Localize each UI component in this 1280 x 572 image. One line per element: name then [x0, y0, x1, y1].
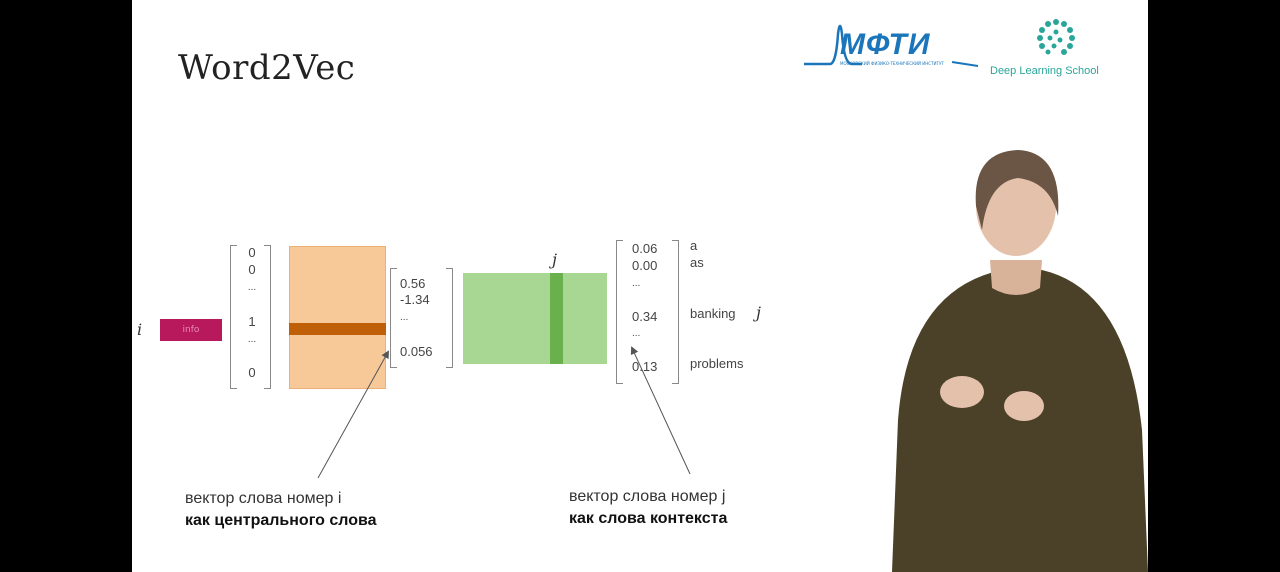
embedding-0: 0.56 — [400, 276, 426, 291]
left-caption-line1: вектор слова номер i — [185, 490, 342, 507]
right-caption-line1: вектор слова номер j — [569, 488, 726, 505]
center-word-matrix — [289, 246, 386, 389]
index-j-top-label: j — [552, 250, 557, 269]
output-3: 0.34 — [632, 309, 658, 324]
slide-title: Word2Vec — [178, 48, 356, 88]
right-caption-line2: как слова контекста — [569, 510, 728, 527]
one-hot-bracket-right — [264, 245, 271, 389]
output-1: 0.00 — [632, 258, 658, 273]
embedding-bracket-right — [446, 268, 453, 368]
mfti-logo-text: МФТИ — [840, 28, 931, 61]
output-bracket-left — [616, 240, 623, 384]
embedding-bracket-left — [390, 268, 397, 368]
dls-logo-icon — [1037, 19, 1075, 55]
output-0: 0.06 — [632, 241, 658, 256]
one-hot-0: 0 — [248, 245, 256, 260]
mfti-logo-icon — [804, 24, 979, 67]
one-hot-2: ... — [247, 282, 257, 293]
one-hot-1: 0 — [248, 262, 256, 277]
vocab-a: a — [690, 238, 698, 253]
embedding-1: -1.34 — [400, 292, 430, 307]
embedding-3: 0.056 — [400, 344, 433, 359]
output-4: ... — [632, 328, 641, 339]
one-hot-5: 0 — [248, 365, 256, 380]
mfti-logo-subtitle: МОСКОВСКИЙ ФИЗИКО-ТЕХНИЧЕСКИЙ ИНСТИТУТ — [840, 61, 944, 66]
output-2: ... — [632, 278, 641, 289]
center-word-row-highlight — [289, 323, 386, 335]
index-j-side-label: j — [756, 303, 761, 322]
vocab-as: as — [690, 255, 704, 270]
vocab-banking: banking — [690, 306, 736, 321]
context-column-highlight — [550, 273, 563, 364]
one-hot-bracket-left — [230, 245, 237, 389]
dls-logo-text: Deep Learning School — [990, 65, 1099, 77]
presenter-image — [892, 150, 1148, 572]
one-hot-4: ... — [247, 334, 257, 345]
embedding-2: ... — [400, 312, 409, 323]
output-bracket-right — [672, 240, 679, 384]
one-hot-3: 1 — [248, 314, 256, 329]
output-5: 0.13 — [632, 359, 658, 374]
context-matrix — [463, 273, 607, 364]
left-caption-line2: как центрального слова — [185, 512, 377, 529]
index-i-label: i — [137, 320, 143, 339]
vocab-problems: problems — [690, 356, 744, 371]
slide: Word2Vec МФТИ МОСКОВСКИЙ ФИЗИКО-ТЕХНИЧЕС… — [132, 0, 1148, 572]
word-box: info — [160, 319, 222, 341]
